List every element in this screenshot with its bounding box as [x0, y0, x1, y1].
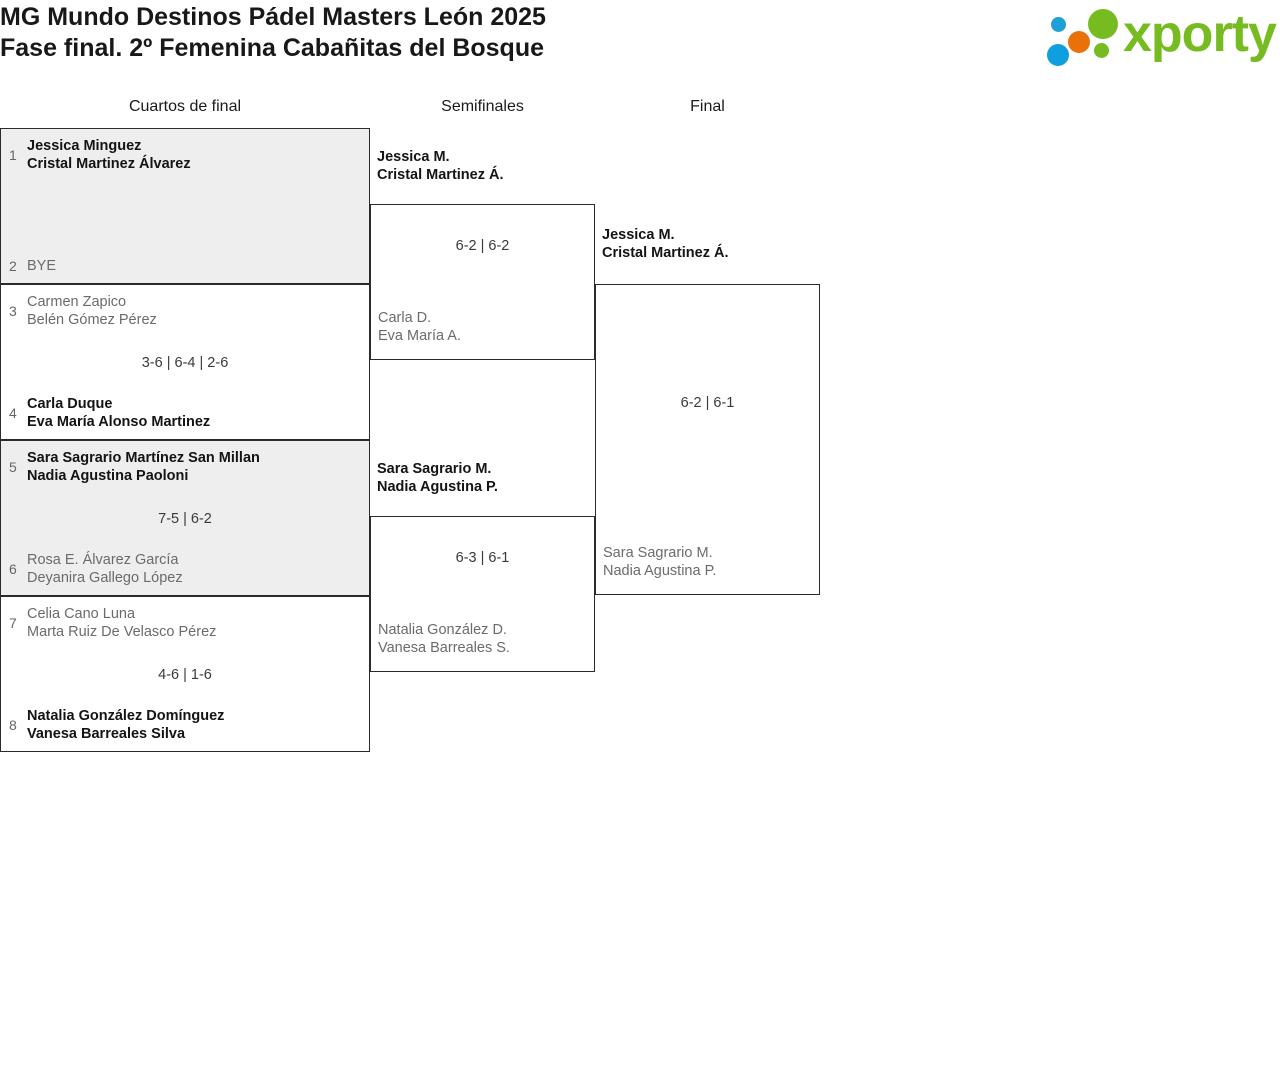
match-score: 7-5 | 6-2 [158, 511, 212, 527]
sf-1-opponent-bottom: Carla D. Eva María A. [378, 310, 462, 344]
round-header-final: Final [690, 98, 725, 115]
logo-dot-blue-small-icon [1051, 17, 1066, 32]
team-row-bottom[interactable]: 6 Rosa E. Álvarez García Deyanira Galleg… [1, 551, 369, 587]
team-names: BYE [27, 258, 57, 274]
team-row-top[interactable]: 3 Carmen Zapico Belén Gómez Pérez [1, 293, 369, 329]
logo-dot-green-small-icon [1094, 43, 1109, 58]
team-row-top[interactable]: 1 Jessica Minguez Cristal Martinez Álvar… [1, 137, 369, 173]
match-box-qf-2[interactable]: 3 Carmen Zapico Belén Gómez Pérez 3-6 | … [0, 284, 370, 440]
tournament-subtitle: Fase final. 2º Femenina Cabañitas del Bo… [0, 34, 545, 62]
round-header-quarterfinals: Cuartos de final [128, 98, 242, 115]
team-row-bottom[interactable]: 2 BYE [1, 257, 369, 275]
match-score: 6-3 | 6-1 [455, 550, 510, 566]
match-box-qf-4[interactable]: 7 Celia Cano Luna Marta Ruiz De Velasco … [0, 596, 370, 752]
final-advanced-top: Jessica M. Cristal Martinez Á. [602, 227, 729, 261]
tournament-name: MG Mundo Destinos Pádel Masters León 202… [0, 3, 546, 31]
team-row-bottom[interactable]: 4 Carla Duque Eva María Alonso Martinez [1, 395, 369, 431]
logo-wordmark: xporty [1123, 5, 1277, 63]
seed-number: 6 [9, 560, 17, 577]
match-box-sf-1[interactable]: 6-2 | 6-2 Carla D. Eva María A. [370, 204, 595, 360]
page-title: MG Mundo Destinos Pádel Masters León 202… [0, 2, 900, 64]
team-names: Sara Sagrario Martínez San Millan Nadia … [27, 450, 260, 484]
team-row-bottom[interactable]: 8 Natalia González Domínguez Vanesa Barr… [1, 707, 369, 743]
seed-number: 3 [9, 302, 17, 319]
seed-number: 8 [9, 716, 17, 733]
team-names: Jessica Minguez Cristal Martinez Álvarez [27, 138, 191, 172]
sf-2-advanced-top: Sara Sagrario M. Nadia Agustina P. [377, 461, 498, 495]
match-box-sf-2[interactable]: 6-3 | 6-1 Natalia González D. Vanesa Bar… [370, 516, 595, 672]
sf-2-opponent-bottom: Natalia González D. Vanesa Barreales S. [378, 622, 510, 656]
seed-number: 5 [9, 458, 17, 475]
seed-number: 2 [9, 257, 17, 274]
round-header-semifinals: Semifinales [441, 98, 524, 115]
sf-1-advanced-top: Jessica M. Cristal Martinez Á. [377, 149, 504, 183]
logo-dot-green-large-icon [1088, 9, 1118, 39]
seed-number: 1 [9, 146, 17, 163]
seed-number: 4 [9, 404, 17, 421]
xporty-logo[interactable]: xporty [1045, 5, 1277, 66]
logo-dot-orange-icon [1068, 31, 1090, 53]
team-row-top[interactable]: 5 Sara Sagrario Martínez San Millan Nadi… [1, 449, 369, 485]
team-names: Natalia González Domínguez Vanesa Barrea… [27, 708, 225, 742]
match-score: 6-2 | 6-2 [455, 238, 510, 254]
match-box-qf-1[interactable]: 1 Jessica Minguez Cristal Martinez Álvar… [0, 128, 370, 284]
match-box-final[interactable]: 6-2 | 6-1 Sara Sagrario M. Nadia Agustin… [595, 284, 820, 595]
match-score: 4-6 | 1-6 [158, 667, 212, 683]
match-score: 6-2 | 6-1 [680, 395, 735, 411]
team-names: Carmen Zapico Belén Gómez Pérez [27, 294, 157, 328]
seed-number: 7 [9, 614, 17, 631]
team-names: Rosa E. Álvarez García Deyanira Gallego … [27, 552, 183, 586]
match-score: 3-6 | 6-4 | 2-6 [141, 355, 229, 371]
logo-dot-blue-large-icon [1047, 44, 1069, 66]
team-names: Celia Cano Luna Marta Ruiz De Velasco Pé… [27, 606, 217, 640]
team-names: Carla Duque Eva María Alonso Martinez [27, 396, 211, 430]
team-row-top[interactable]: 7 Celia Cano Luna Marta Ruiz De Velasco … [1, 605, 369, 641]
match-box-qf-3[interactable]: 5 Sara Sagrario Martínez San Millan Nadi… [0, 440, 370, 596]
final-opponent-bottom: Sara Sagrario M. Nadia Agustina P. [603, 545, 717, 579]
